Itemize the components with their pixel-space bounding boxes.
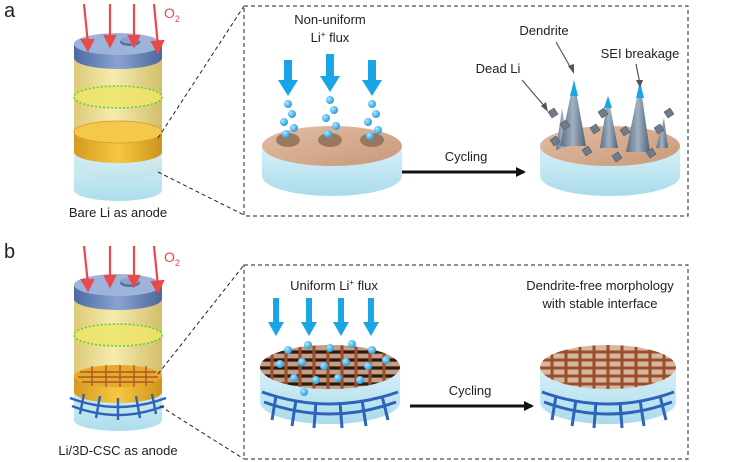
panel-b-letter: b xyxy=(4,241,15,263)
label-dendrite: Dendrite xyxy=(519,23,568,38)
cell-b-current-collector xyxy=(69,393,167,420)
li-flux-arrows-b xyxy=(268,298,379,336)
cell-b xyxy=(69,274,167,431)
o2-label-a: O2 xyxy=(164,5,180,24)
o2-label-b: O2 xyxy=(164,249,180,268)
panel-b: b xyxy=(4,241,689,460)
panel-a: a O2 Bare Li as anode No xyxy=(4,0,689,220)
zoom-box-b xyxy=(243,264,689,460)
zoom-line-a-bottom xyxy=(157,171,245,216)
cell-a-separator xyxy=(74,86,162,108)
label-dead-li: Dead Li xyxy=(476,61,521,76)
cell-b-mesh-top xyxy=(78,365,158,387)
result-label-line1: Dendrite-free morphology xyxy=(526,278,674,293)
current-collector-b2 xyxy=(541,390,675,429)
zoom-line-a-top xyxy=(157,5,245,139)
cell-a xyxy=(73,33,163,201)
flux-label-a-line1: Non-uniform xyxy=(294,12,366,27)
li-flux-arrows-a xyxy=(278,54,382,96)
caption-bare-li: Bare Li as anode xyxy=(69,205,167,220)
mesh-disc-b1 xyxy=(260,345,400,429)
flux-label-b: Uniform Li+ flux xyxy=(290,278,378,293)
cell-a-electrolyte xyxy=(74,150,162,201)
cycling-label-b: Cycling xyxy=(449,383,492,398)
current-collector-b1 xyxy=(261,390,399,429)
result-label-line2: with stable interface xyxy=(542,296,658,311)
cell-b-separator xyxy=(74,324,162,346)
label-sei-breakage: SEI breakage xyxy=(601,46,680,61)
mesh-disc-b2 xyxy=(540,345,676,429)
o2-arrows-b xyxy=(80,245,165,295)
zoom-box-a xyxy=(243,5,689,217)
zoom-line-b-top xyxy=(157,264,245,375)
o2-arrows-a xyxy=(80,3,165,55)
caption-li-3d-csc: Li/3D-CSC as anode xyxy=(58,443,177,458)
panel-a-letter: a xyxy=(4,0,16,22)
flux-label-a-line2: Li+ flux xyxy=(311,30,350,45)
cycling-label-a: Cycling xyxy=(445,149,488,164)
dendrite-spikes xyxy=(556,80,668,152)
dendrite-disc xyxy=(540,80,680,196)
zoom-line-b-bottom xyxy=(159,405,245,460)
leader-dead-li xyxy=(521,79,547,109)
li-ions-a xyxy=(280,96,382,140)
li-ions-b xyxy=(276,340,390,396)
leader-dendrite xyxy=(555,41,573,71)
dead-li-particles xyxy=(547,107,675,163)
